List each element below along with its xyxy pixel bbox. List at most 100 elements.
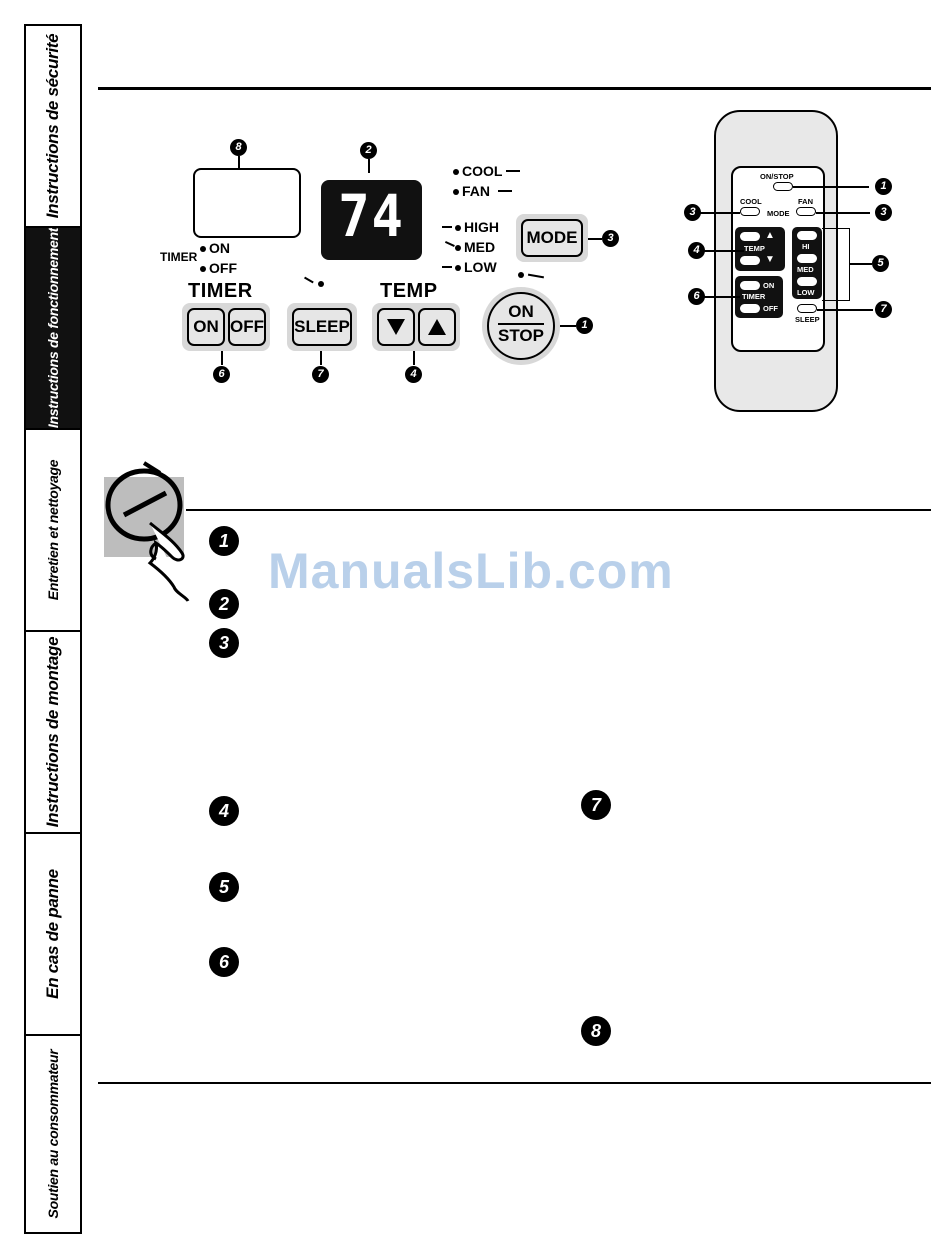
temperature-digits: 74 [338,182,405,250]
leader-line [527,273,545,278]
leader-line [698,212,740,214]
remote-cool-button[interactable] [740,207,760,216]
remote-callout-4: 4 [688,242,705,259]
sleep-button[interactable]: SLEEP [292,308,352,346]
tab-label: Soutien au consommateur [45,1049,61,1219]
low-indicator: LOW [455,259,497,275]
remote-callout-3-left: 3 [684,204,701,221]
tab-label: Instructions de sécurité [43,33,62,219]
timer-off-indicator: OFF [200,260,237,276]
remote-timer-on-button[interactable] [740,281,760,290]
tab-troubleshooting[interactable]: En cas de panne [26,834,80,1036]
tab-installation[interactable]: Instructions de montage [26,632,80,834]
leader-line [304,276,314,283]
leader-line [368,159,370,173]
remote-down-icon: ▼ [765,254,775,265]
callout-8: 8 [230,139,247,156]
timer-group-label: TIMER [188,280,253,302]
remote-on-label: ON [763,281,775,290]
bullet-1: 1 [209,526,239,556]
remote-off-label: OFF [763,304,778,313]
remote-timer-label: TIMER [742,292,766,301]
remote-cool-label: COOL [740,197,762,206]
leader-line [413,351,415,365]
bullet-3: 3 [209,628,239,658]
timer-display-box [193,168,301,238]
tab-label: Entretien et nettoyage [45,459,61,601]
section-rule [186,509,931,511]
temp-group-label: TEMP [380,280,438,302]
remote-low-button[interactable] [797,277,817,286]
mode-button[interactable]: MODE [521,219,583,257]
tab-safety[interactable]: Instructions de sécurité [26,26,80,228]
tab-label: En cas de panne [43,869,62,999]
remote-low-label: LOW [797,288,815,297]
leader-line [704,250,744,252]
tab-operating[interactable]: Instructions de fonctionnement [26,228,80,430]
callout-2: 2 [360,142,377,159]
bullet-2: 2 [209,589,239,619]
remote-temp-down-button[interactable] [740,256,760,265]
leader-line [793,186,869,188]
temp-down-button[interactable] [377,308,415,346]
remote-callout-1: 1 [875,178,892,195]
arrow-up-icon [428,319,446,335]
bullet-8: 8 [581,1016,611,1046]
remote-hi-button[interactable] [797,231,817,240]
leader-line [442,266,452,268]
leader-line [817,309,873,311]
remote-callout-3-right: 3 [875,204,892,221]
leader-line [850,263,872,265]
leader-line [588,238,602,240]
timer-off-button[interactable]: OFF [228,308,266,346]
tab-care-cleaning[interactable]: Entretien et nettoyage [26,430,80,632]
fan-indicator: FAN [453,183,490,199]
sleep-indicator-dot [318,281,324,287]
timer-indicator-label: TIMER [160,250,198,264]
remote-callout-6: 6 [688,288,705,305]
remote-hi-label: HI [802,242,810,251]
remote-sleep-button[interactable] [797,304,817,313]
on-stop-button[interactable]: ON STOP [487,292,555,360]
leader-line [506,170,520,172]
remote-temp-label: TEMP [744,244,765,253]
callout-7: 7 [312,366,329,383]
med-indicator: MED [455,239,495,255]
high-indicator: HIGH [455,219,499,235]
remote-callout-5: 5 [872,255,889,272]
leader-line [445,240,455,247]
callout-3: 3 [602,230,619,247]
on-stop-top-label: ON [508,302,534,321]
leader-line [442,226,452,228]
bottom-rule [98,1082,931,1084]
bullet-5: 5 [209,872,239,902]
leader-line [221,351,223,365]
temperature-display: 74 [321,180,422,260]
callout-4: 4 [405,366,422,383]
leader-line [816,212,870,214]
cool-indicator: COOL [453,163,502,179]
remote-timer-off-button[interactable] [740,304,760,313]
remote-med-label: MED [797,265,814,274]
remote-temp-up-button[interactable] [740,232,760,241]
bullet-6: 6 [209,947,239,977]
leader-line [560,325,576,327]
speed-bracket [822,228,850,301]
callout-1: 1 [576,317,593,334]
remote-fan-label: FAN [798,197,813,206]
remote-on-stop-button[interactable] [773,182,793,191]
remote-callout-7: 7 [875,301,892,318]
top-rule [98,87,931,90]
temp-up-button[interactable] [418,308,456,346]
tab-label: Instructions de montage [43,636,62,828]
remote-sleep-label: SLEEP [795,315,820,324]
bullet-4: 4 [209,796,239,826]
side-tabs: Instructions de sécurité Instructions de… [24,24,82,1234]
timer-on-button[interactable]: ON [187,308,225,346]
watermark: ManualsLib.com [268,543,674,599]
on-indicator-dot [518,272,524,278]
divider [498,323,544,325]
remote-med-button[interactable] [797,254,817,263]
tab-consumer-support[interactable]: Soutien au consommateur [26,1036,80,1232]
remote-fan-button[interactable] [796,207,816,216]
